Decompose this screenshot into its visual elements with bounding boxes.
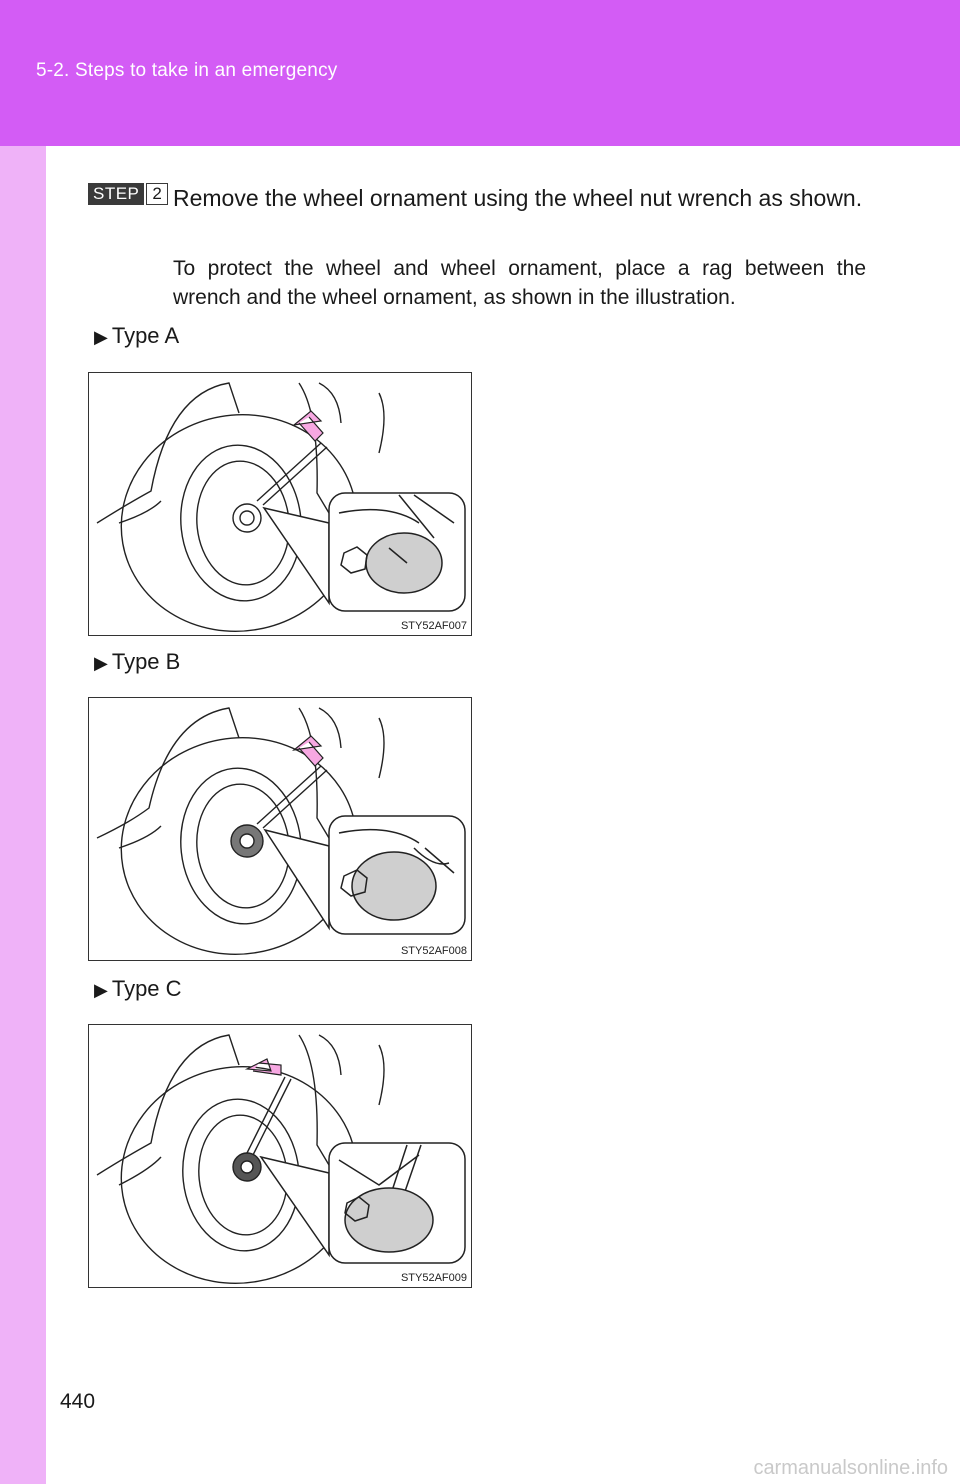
type-c-label: ▶Type C	[94, 976, 182, 1001]
pointer-arrow-icon: ▶	[94, 980, 108, 1000]
type-b-label: ▶Type B	[94, 649, 181, 674]
type-a-label: ▶Type A	[94, 323, 180, 348]
wheel-ornament-illustration: STY52AF008	[96, 707, 467, 957]
watermark: carmanualsonline.info	[753, 1457, 948, 1479]
figure-type-a: STY52AF007	[88, 372, 472, 636]
figure-code: STY52AF007	[401, 620, 467, 632]
wheel-ornament-illustration: STY52AF007	[96, 382, 467, 633]
page-header: 5-2. Steps to take in an emergency	[0, 0, 960, 146]
step-number: 2	[146, 183, 168, 205]
step-badge: STEP 2	[88, 183, 168, 205]
figure-code: STY52AF009	[401, 1272, 467, 1284]
figure-type-b: STY52AF008	[88, 697, 472, 961]
figure-code: STY52AF008	[401, 945, 467, 957]
step-text: Remove the wheel ornament using the whee…	[173, 185, 863, 211]
step-label: STEP	[88, 183, 145, 205]
pointer-arrow-icon: ▶	[94, 653, 108, 673]
page-number: 440	[60, 1390, 96, 1413]
step-note: To protect the wheel and wheel ornament,…	[173, 257, 866, 309]
wheel-ornament-illustration: STY52AF009	[96, 1034, 467, 1285]
pointer-arrow-icon: ▶	[94, 327, 108, 347]
side-margin-bar	[0, 146, 46, 1484]
section-title: 5-2. Steps to take in an emergency	[36, 60, 338, 81]
figure-type-c: STY52AF009	[88, 1024, 472, 1288]
